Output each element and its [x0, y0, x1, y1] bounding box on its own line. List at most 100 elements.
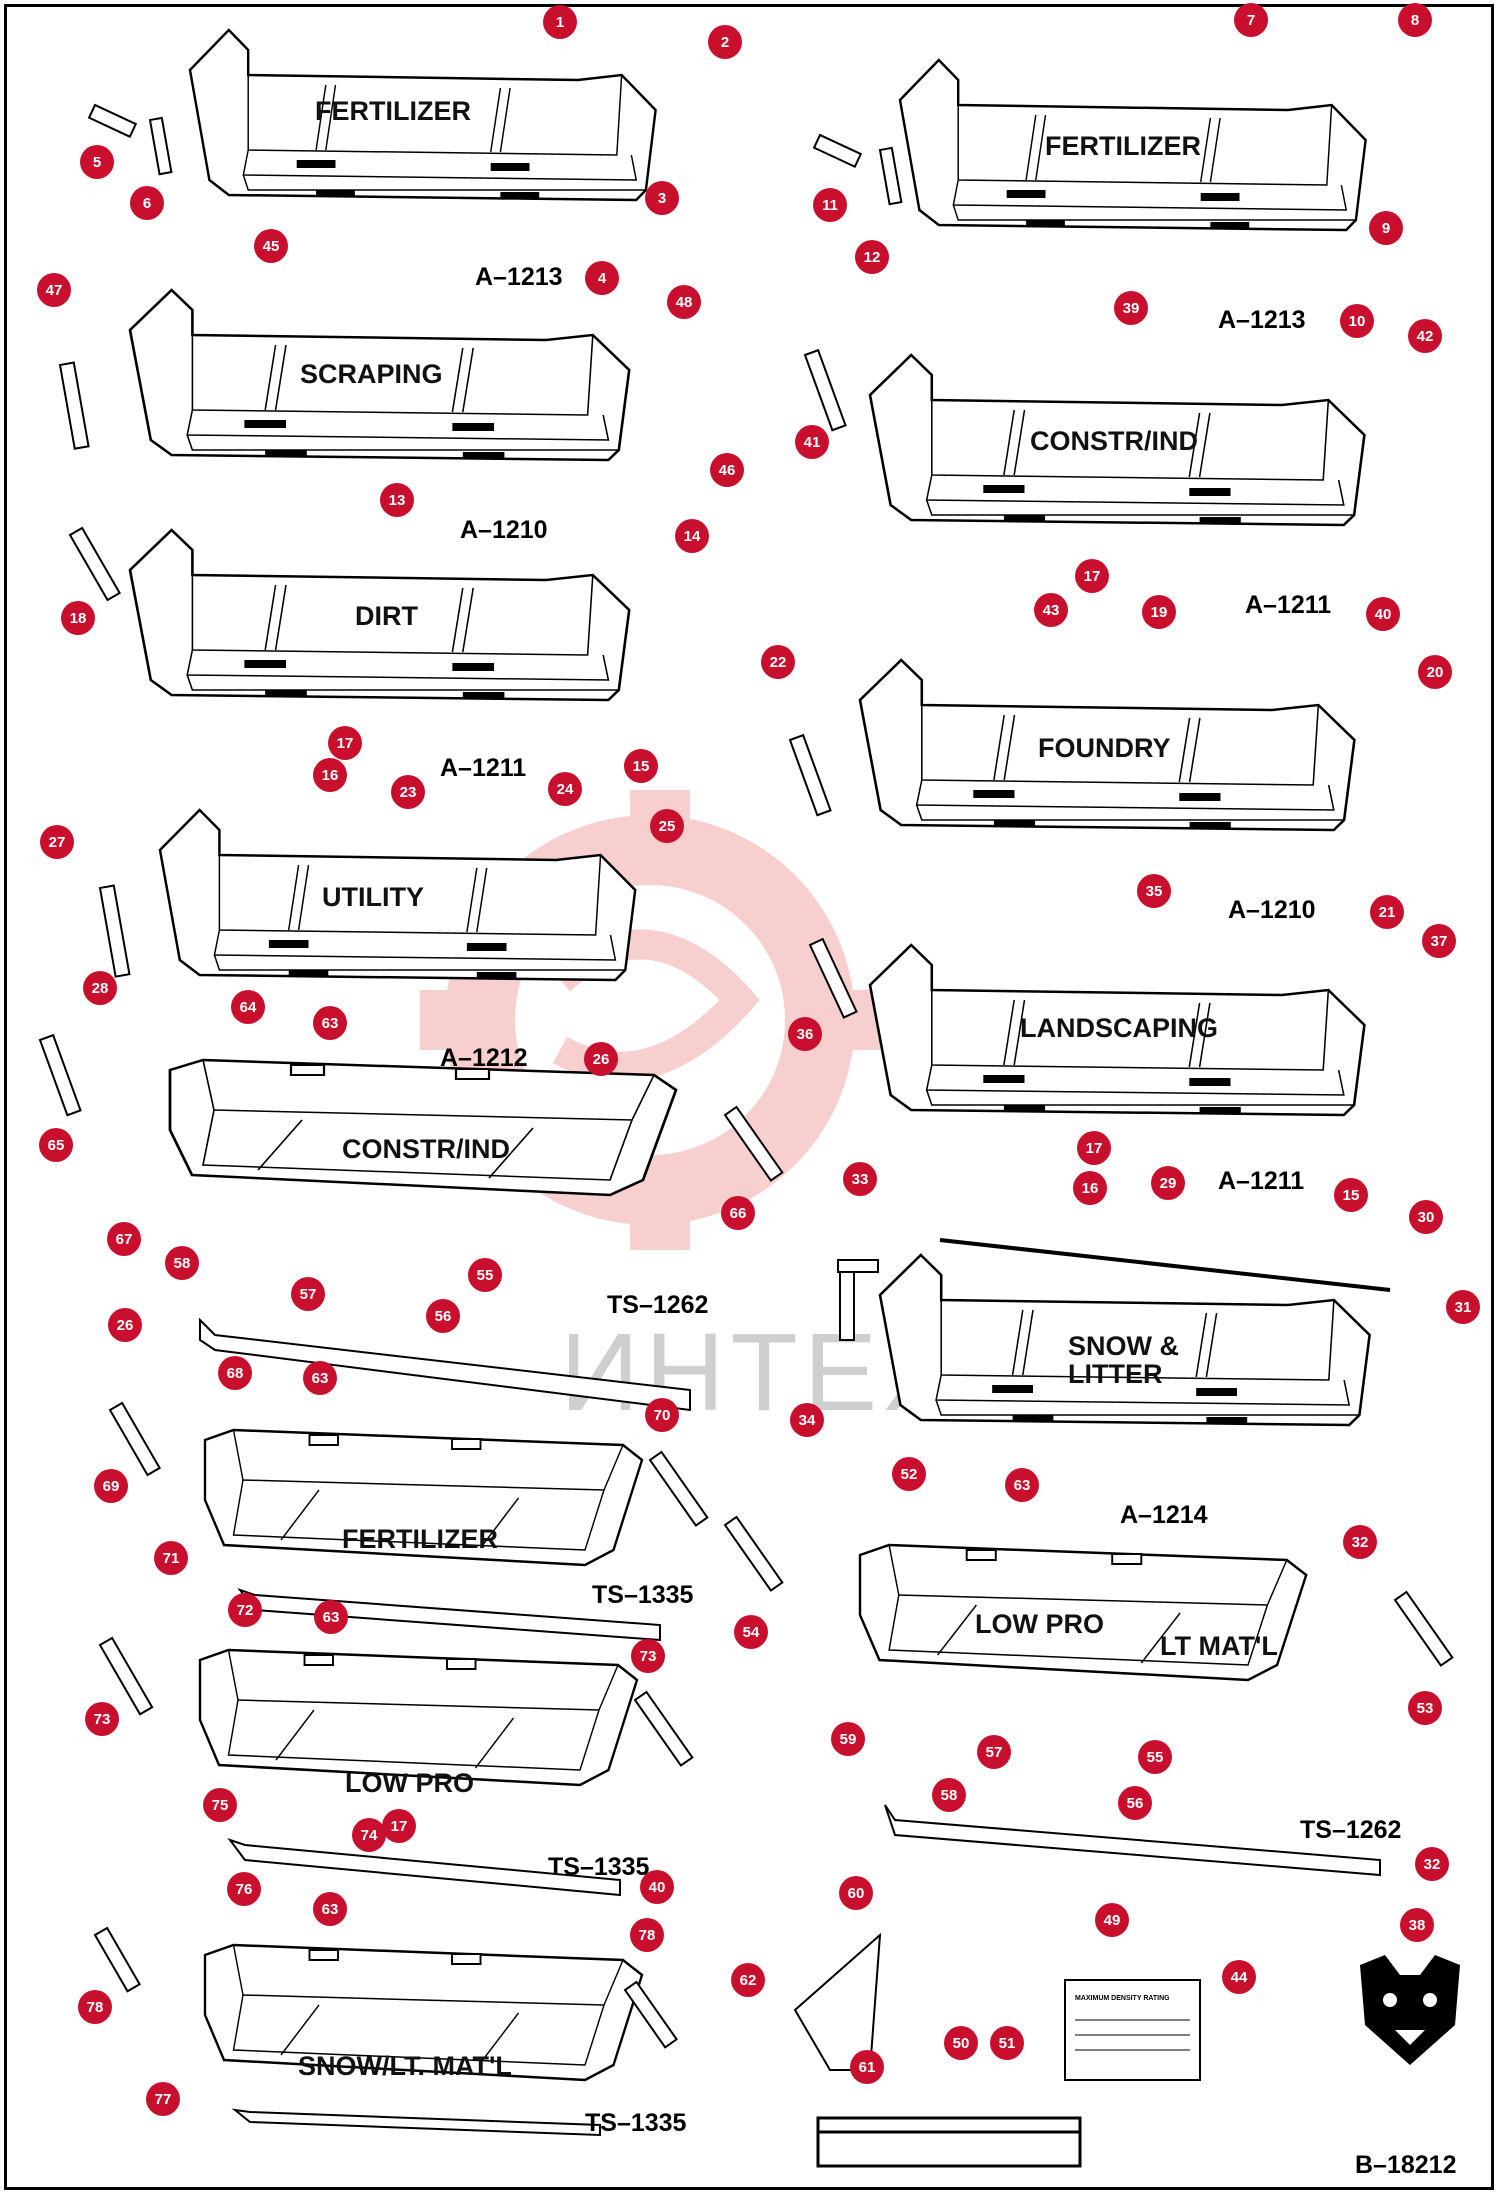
callout-number: 66	[730, 1205, 747, 1222]
page-frame	[4, 4, 1494, 2190]
callout-marker: 8	[1398, 3, 1432, 37]
callout-number: 2	[721, 34, 729, 51]
callout-marker: 78	[630, 1918, 664, 1952]
callout-marker: 26	[584, 1042, 618, 1076]
callout-marker: 4	[585, 261, 619, 295]
bucket-label: CONSTR/IND	[1030, 426, 1198, 456]
callout-number: 25	[659, 818, 676, 835]
callout-marker: 6	[130, 186, 164, 220]
model-number: A–1210	[1228, 896, 1316, 924]
callout-dot-icon	[1075, 559, 1109, 593]
callout-marker: 70	[645, 1398, 679, 1432]
callout-number: 45	[263, 238, 280, 255]
blank-label-box	[816, 2116, 1082, 2168]
callout-dot-icon	[108, 1308, 142, 1342]
callout-marker: 24	[548, 772, 582, 806]
callout-dot-icon	[39, 1128, 73, 1162]
callout-dot-icon	[303, 1361, 337, 1395]
callout-number: 28	[92, 980, 109, 997]
callout-marker: 28	[83, 971, 117, 1005]
callout-number: 26	[593, 1051, 610, 1068]
callout-marker: 69	[94, 1469, 128, 1503]
callout-marker: 57	[977, 1735, 1011, 1769]
callout-dot-icon	[85, 1702, 119, 1736]
callout-marker: 65	[39, 1128, 73, 1162]
callout-marker: 73	[85, 1702, 119, 1736]
callout-dot-icon	[831, 1722, 865, 1756]
callout-marker: 17	[1075, 559, 1109, 593]
callout-number: 65	[48, 1137, 65, 1154]
callout-marker: 27	[40, 825, 74, 859]
callout-dot-icon	[314, 1600, 348, 1634]
callout-number: 40	[649, 1879, 666, 1896]
callout-dot-icon	[710, 453, 744, 487]
callout-dot-icon	[788, 1017, 822, 1051]
callout-number: 64	[240, 999, 257, 1016]
callout-marker: 3	[645, 181, 679, 215]
callout-number: 56	[1127, 1795, 1144, 1812]
callout-number: 55	[477, 1267, 494, 1284]
callout-number: 31	[1455, 1299, 1472, 1316]
callout-dot-icon	[761, 645, 795, 679]
callout-dot-icon	[254, 229, 288, 263]
side-cutters	[38, 103, 1454, 2049]
callout-number: 58	[174, 1255, 191, 1272]
callout-number: 63	[323, 1609, 340, 1626]
callout-dot-icon	[154, 1541, 188, 1575]
callout-dot-icon	[1366, 597, 1400, 631]
callout-dot-icon	[94, 1469, 128, 1503]
callout-marker: 14	[675, 519, 709, 553]
callout-marker: 32	[1415, 1847, 1449, 1881]
callout-dot-icon	[1034, 593, 1068, 627]
callout-dot-icon	[107, 1222, 141, 1256]
model-number: A–1212	[440, 1044, 528, 1072]
callout-dot-icon	[426, 1299, 460, 1333]
callout-dot-icon	[790, 1403, 824, 1437]
callout-dot-icon	[1446, 1290, 1480, 1324]
callout-dot-icon	[731, 1963, 765, 1997]
callout-number: 12	[864, 249, 881, 266]
cutting-edges	[199, 1238, 1391, 2137]
callout-dot-icon	[1343, 1525, 1377, 1559]
callout-marker: 48	[667, 285, 701, 319]
callout-number: 75	[212, 1797, 229, 1814]
callout-marker: 44	[1222, 1960, 1256, 1994]
callout-marker: 47	[37, 273, 71, 307]
callout-marker: 15	[624, 749, 658, 783]
callout-dot-icon	[630, 1918, 664, 1952]
callout-number: 63	[322, 1901, 339, 1918]
callout-marker: 9	[1369, 211, 1403, 245]
callout-number: 63	[312, 1370, 329, 1387]
callout-number: 22	[770, 654, 787, 671]
callout-number: 50	[953, 2035, 970, 2052]
callout-marker: 15	[1334, 1178, 1368, 1212]
callout-number: 63	[1014, 1477, 1031, 1494]
callout-marker: 38	[1400, 1908, 1434, 1942]
callout-number: 13	[389, 492, 406, 509]
callout-marker: 43	[1034, 593, 1068, 627]
callout-dot-icon	[584, 1042, 618, 1076]
callout-marker: 36	[788, 1017, 822, 1051]
callout-marker: 39	[1114, 291, 1148, 325]
callout-marker: 19	[1142, 595, 1176, 629]
bucket-label: SNOW &	[1068, 1331, 1179, 1361]
callout-number: 16	[1082, 1180, 1099, 1197]
callout-marker: 13	[380, 483, 414, 517]
callout-number: 49	[1104, 1912, 1121, 1929]
callout-number: 78	[639, 1927, 656, 1944]
callout-dot-icon	[645, 181, 679, 215]
bucket-label: FERTILIZER	[315, 96, 471, 126]
callout-dot-icon	[543, 5, 577, 39]
callout-number: 19	[1151, 604, 1168, 621]
callout-dot-icon	[328, 726, 362, 760]
callout-marker: 37	[1422, 924, 1456, 958]
callout-number: 14	[684, 528, 701, 545]
callout-marker: 63	[1005, 1468, 1039, 1502]
model-number: A–1213	[475, 263, 563, 291]
callout-marker: 59	[831, 1722, 865, 1756]
callout-marker: 56	[426, 1299, 460, 1333]
callout-dot-icon	[813, 188, 847, 222]
callout-number: 8	[1411, 12, 1419, 29]
model-number: A–1211	[440, 754, 526, 782]
model-number: A–1210	[460, 516, 548, 544]
